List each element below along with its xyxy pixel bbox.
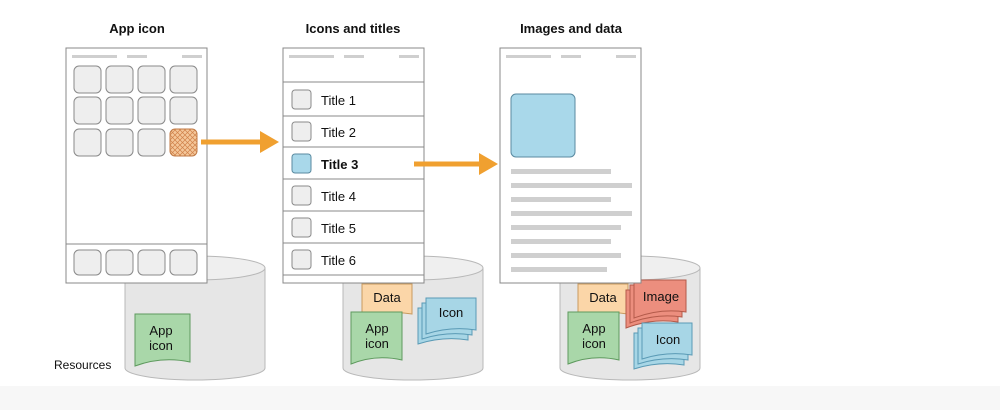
icon-card-2-label: Icon bbox=[439, 305, 464, 320]
icon-card-stack-2: Icon bbox=[417, 297, 477, 345]
status-bar-placeholders bbox=[72, 55, 202, 58]
data-card-2-label: Data bbox=[373, 290, 401, 305]
phone-home-screen bbox=[65, 47, 208, 284]
item-checkbox[interactable] bbox=[291, 89, 312, 110]
app-icon-tile[interactable] bbox=[137, 65, 166, 94]
phone-detail-screen bbox=[499, 47, 642, 284]
image-card-stack-3: Image bbox=[625, 279, 687, 329]
data-card-2: Data bbox=[361, 283, 413, 319]
app-icon-tile[interactable] bbox=[169, 65, 198, 94]
app-icon-tile[interactable] bbox=[73, 96, 102, 125]
app-icon-card-3-line1: App bbox=[582, 321, 605, 336]
dock-icon-tile[interactable] bbox=[105, 249, 134, 276]
list-item-selected[interactable]: Title 3 bbox=[291, 153, 358, 174]
phone-list-screen: Title 1 Title 2 Title 3 Title 4 Title 5 … bbox=[282, 47, 425, 284]
item-checkbox[interactable] bbox=[291, 249, 312, 270]
app-launch-diagram: App icon Icons and titles Images and dat… bbox=[54, 21, 701, 381]
highlighted-app-icon[interactable] bbox=[169, 128, 198, 157]
app-icon-card-1-line1: App bbox=[149, 323, 172, 338]
app-icon-card-1-line2: icon bbox=[149, 338, 173, 353]
list-item[interactable]: Title 1 bbox=[291, 89, 356, 110]
app-icon-tile[interactable] bbox=[73, 65, 102, 94]
image-placeholder bbox=[510, 93, 576, 158]
dock bbox=[73, 249, 198, 276]
icon-card-3-label: Icon bbox=[656, 332, 681, 347]
list-item-title: Title 3 bbox=[321, 157, 358, 172]
list-item[interactable]: Title 5 bbox=[291, 217, 356, 238]
app-icon-card-2-line2: icon bbox=[365, 336, 389, 351]
app-icon-card-1: App icon bbox=[134, 313, 191, 367]
text-lines-placeholder bbox=[511, 169, 632, 272]
item-checkbox[interactable] bbox=[291, 121, 312, 142]
dock-icon-tile[interactable] bbox=[169, 249, 198, 276]
app-icon-grid bbox=[73, 65, 198, 157]
stage2-title: Icons and titles bbox=[306, 21, 401, 36]
dock-icon-tile[interactable] bbox=[137, 249, 166, 276]
list-item[interactable]: Title 2 bbox=[291, 121, 356, 142]
item-checkbox[interactable] bbox=[291, 217, 312, 238]
bottom-band bbox=[0, 386, 1000, 410]
list-item-title: Title 6 bbox=[321, 253, 356, 268]
app-icon-card-2: App icon bbox=[350, 311, 403, 365]
stage1-title: App icon bbox=[109, 21, 165, 36]
app-icon-tile[interactable] bbox=[137, 96, 166, 125]
resources-label: Resources bbox=[54, 358, 111, 372]
app-icon-card-2-line1: App bbox=[365, 321, 388, 336]
data-card-3-label: Data bbox=[589, 290, 617, 305]
dock-icon-tile[interactable] bbox=[73, 249, 102, 276]
app-icon-card-3-line2: icon bbox=[582, 336, 606, 351]
list-item-title: Title 4 bbox=[321, 189, 356, 204]
app-icon-tile[interactable] bbox=[137, 128, 166, 157]
icon-card-stack-3: Icon bbox=[633, 322, 693, 370]
app-icon-tile[interactable] bbox=[105, 128, 134, 157]
app-icon-card-3: App icon bbox=[567, 311, 620, 365]
list-item[interactable]: Title 4 bbox=[291, 185, 356, 206]
item-checkbox[interactable] bbox=[291, 185, 312, 206]
list-item-title: Title 2 bbox=[321, 125, 356, 140]
list-item-title: Title 1 bbox=[321, 93, 356, 108]
app-icon-tile[interactable] bbox=[73, 128, 102, 157]
app-icon-tile[interactable] bbox=[105, 96, 134, 125]
arrow-2-right bbox=[414, 153, 498, 175]
arrow-1-right bbox=[201, 131, 279, 153]
app-icon-tile[interactable] bbox=[105, 65, 134, 94]
stage3-title: Images and data bbox=[520, 21, 623, 36]
list-item[interactable]: Title 6 bbox=[291, 249, 356, 270]
app-icon-tile[interactable] bbox=[169, 96, 198, 125]
item-checkbox-selected[interactable] bbox=[291, 153, 312, 174]
list-item-title: Title 5 bbox=[321, 221, 356, 236]
image-card-3-label: Image bbox=[643, 289, 679, 304]
